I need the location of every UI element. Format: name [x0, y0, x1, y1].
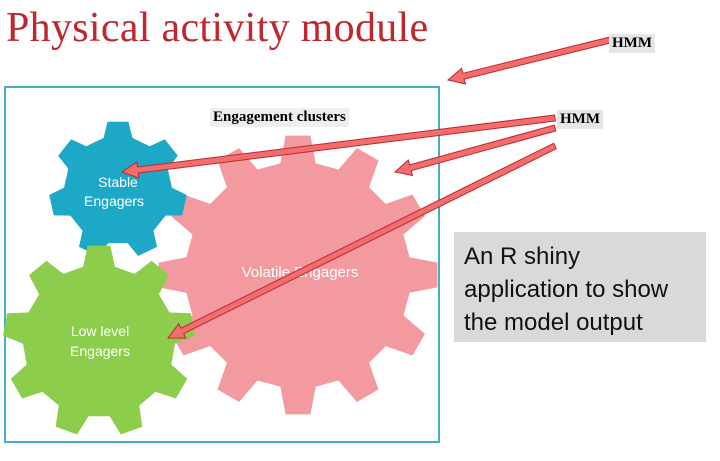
engagement-clusters-label: Engagement clusters — [210, 108, 349, 127]
hmm-label-middle: HMM — [557, 110, 603, 129]
gear-low-shape — [3, 245, 195, 435]
gear-low-label-1: Low level — [71, 323, 129, 339]
arrow-hmm-to-low — [167, 142, 557, 339]
hmm-label-top: HMM — [609, 34, 655, 53]
page-title: Physical activity module — [6, 5, 429, 51]
engagement-clusters-frame — [4, 86, 440, 443]
note-line-1: An R shiny — [464, 243, 581, 270]
gear-stable-label-1: Stable — [98, 174, 138, 190]
gear-low-label-2: Engagers — [70, 343, 130, 359]
note-line-2: application to show — [464, 276, 669, 303]
gear-stable-shape — [49, 121, 187, 256]
arrow-hmm-to-volatile — [393, 124, 557, 177]
shiny-app-note: An R shiny application to show the model… — [454, 232, 706, 342]
note-line-3: the model output — [464, 309, 643, 336]
arrow-top-hmm-to-frame — [446, 36, 612, 85]
arrow-hmm-to-stable — [120, 114, 556, 179]
gear-stable-label-2: Engagers — [84, 193, 144, 209]
